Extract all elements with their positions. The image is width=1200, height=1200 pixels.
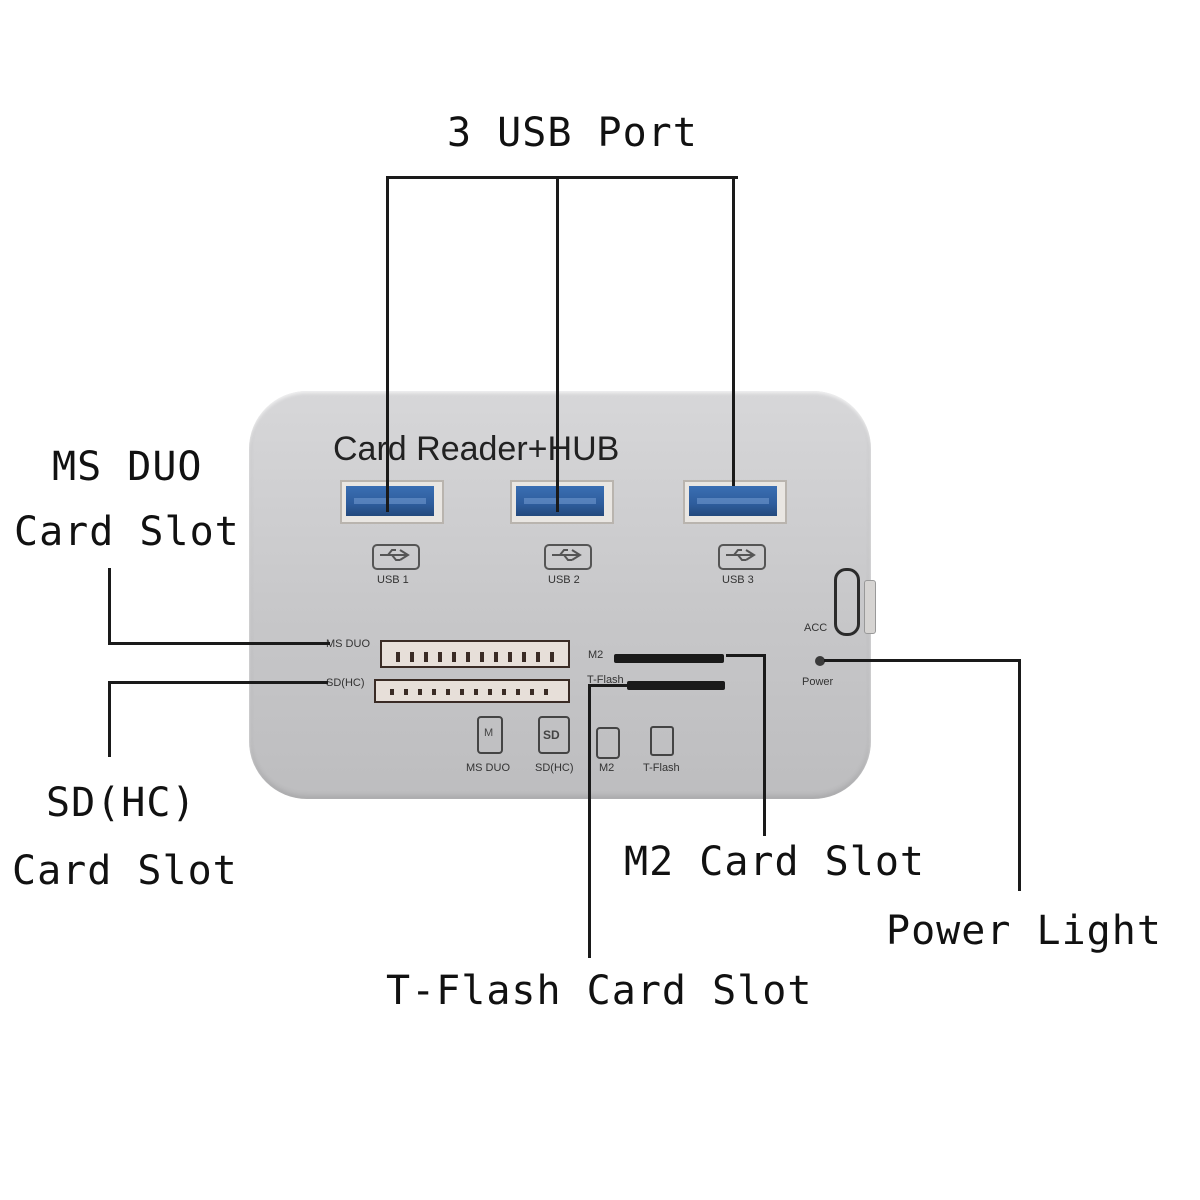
usb-port-3 bbox=[683, 480, 787, 524]
m2-callout: M2 Card Slot bbox=[624, 839, 925, 885]
tflash-callout: T-Flash Card Slot bbox=[386, 968, 813, 1014]
device-title: Card Reader+HUB bbox=[333, 430, 620, 468]
power-leader-horizontal bbox=[824, 659, 1021, 662]
usb-1-leader bbox=[386, 176, 389, 512]
m2-slot-label: M2 bbox=[588, 649, 604, 661]
tflash-slot-label: T-Flash bbox=[587, 674, 624, 686]
usb-2-label: USB 2 bbox=[548, 574, 580, 586]
side-switch bbox=[864, 580, 876, 634]
usb-icon bbox=[718, 544, 766, 570]
m2-leader-horizontal bbox=[726, 654, 766, 657]
sd-callout-line2: Card Slot bbox=[12, 848, 238, 894]
card-reader-hub-device bbox=[249, 391, 871, 799]
ms-duo-leader-horizontal bbox=[108, 642, 330, 645]
sd-leader-horizontal bbox=[108, 681, 328, 684]
acc-label: ACC bbox=[804, 622, 828, 634]
usb-3-leader bbox=[732, 176, 735, 486]
m2-leader-vertical bbox=[763, 654, 766, 836]
ms-duo-card-icon: M bbox=[477, 716, 503, 754]
ms-glyph: M bbox=[484, 727, 494, 739]
sd-hc-slot bbox=[374, 679, 570, 703]
sd-callout-line1: SD(HC) bbox=[46, 780, 197, 826]
power-leader-vertical bbox=[1018, 659, 1021, 891]
ms-duo-slot-label: MS DUO bbox=[326, 638, 370, 650]
tflash-icon-label: T-Flash bbox=[643, 762, 680, 774]
usb-port-1 bbox=[340, 480, 444, 524]
sd-leader-vertical bbox=[108, 681, 111, 757]
power-label: Power bbox=[802, 676, 834, 688]
ms-duo-callout-line1: MS DUO bbox=[52, 444, 203, 490]
ms-duo-icon-label: MS DUO bbox=[466, 762, 510, 774]
m2-slot bbox=[614, 654, 724, 663]
m2-card-icon bbox=[596, 727, 620, 759]
usb-leader-horizontal bbox=[386, 176, 738, 179]
sd-glyph: SD bbox=[543, 728, 560, 742]
sd-hc-icon-label: SD(HC) bbox=[535, 762, 574, 774]
ms-duo-slot bbox=[380, 640, 570, 668]
power-led bbox=[815, 656, 825, 666]
usb-port-callout: 3 USB Port bbox=[447, 110, 698, 156]
power-light-callout: Power Light bbox=[886, 908, 1162, 954]
tflash-card-icon bbox=[650, 726, 674, 756]
tflash-slot bbox=[627, 681, 725, 690]
usb-port-2 bbox=[510, 480, 614, 524]
sd-card-icon: SD bbox=[538, 716, 570, 754]
usb-2-leader bbox=[556, 176, 559, 512]
usb-icon bbox=[372, 544, 420, 570]
m2-icon-label: M2 bbox=[599, 762, 615, 774]
ms-duo-leader-vertical bbox=[108, 568, 111, 644]
ms-duo-callout-line2: Card Slot bbox=[14, 509, 240, 555]
tflash-leader-horizontal bbox=[588, 684, 628, 687]
usb-icon bbox=[544, 544, 592, 570]
tflash-leader-vertical bbox=[588, 684, 591, 958]
usb-1-label: USB 1 bbox=[377, 574, 409, 586]
usb-3-label: USB 3 bbox=[722, 574, 754, 586]
sd-hc-slot-label: SD(HC) bbox=[326, 677, 365, 689]
acc-button bbox=[834, 568, 860, 636]
